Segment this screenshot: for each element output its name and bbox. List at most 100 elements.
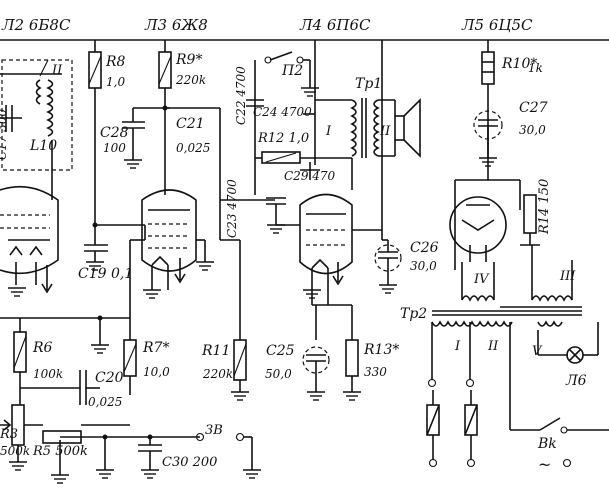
l4-tube bbox=[299, 193, 353, 290]
ground-r3 bbox=[9, 461, 27, 471]
ground-c19 bbox=[86, 261, 104, 271]
c27-label: C27 bbox=[519, 100, 548, 116]
tap-contact-1[interactable] bbox=[427, 378, 437, 388]
r12-label: R12 1,0 bbox=[257, 131, 309, 146]
r10-label: R10* bbox=[501, 56, 537, 72]
r3-value: 500k bbox=[0, 444, 30, 458]
r6-value: 100k bbox=[33, 367, 63, 381]
tr1-label: Tp1 bbox=[355, 76, 382, 92]
ground-r5 bbox=[51, 474, 69, 484]
ground-3v-right bbox=[243, 469, 261, 479]
tr1-primary-label: I bbox=[325, 124, 332, 139]
r13-value: 330 bbox=[364, 365, 387, 379]
r13-label: R13* bbox=[363, 342, 399, 358]
c30-label: C30 200 bbox=[162, 455, 217, 470]
l2-tank-circuit: II C17 300 L10 bbox=[0, 59, 73, 171]
l3-tube bbox=[141, 189, 197, 290]
l2-tube bbox=[0, 185, 59, 285]
r13 bbox=[345, 339, 359, 377]
c20-label: C20 bbox=[95, 370, 124, 386]
tr2-w4-label: IV bbox=[473, 272, 490, 287]
r7-value: 10,0 bbox=[143, 365, 170, 379]
c26-value: 30,0 bbox=[410, 259, 437, 273]
ground-r11 bbox=[231, 391, 249, 401]
tr2-transformer bbox=[431, 245, 582, 327]
l10-label: L10 bbox=[29, 138, 57, 154]
c24-label: C24 4700 bbox=[253, 105, 312, 119]
c28-value: 100 bbox=[103, 141, 126, 155]
bk-label: Bk bbox=[537, 436, 557, 452]
bk-switch-lever[interactable] bbox=[539, 417, 561, 431]
ground-c28 bbox=[124, 159, 142, 169]
terminal-3v-label: 3В bbox=[205, 423, 223, 438]
r8-value: 1,0 bbox=[106, 75, 125, 89]
r11-value: 220k bbox=[202, 367, 233, 381]
l10-coil bbox=[46, 79, 54, 137]
c20-value: 0,025 bbox=[88, 395, 122, 409]
tr2-label: Tp2 bbox=[400, 306, 427, 322]
ground-l2-a bbox=[8, 287, 26, 297]
r11-label: R11 bbox=[201, 343, 230, 359]
c19-label: C19 0,1 bbox=[78, 266, 133, 282]
l10-winding-label: II bbox=[51, 63, 63, 78]
mains-symbol: ~ bbox=[538, 455, 551, 474]
ground-c27 bbox=[479, 157, 497, 167]
c23-label: C23 4700 bbox=[225, 179, 239, 238]
r3-label: R3 bbox=[0, 427, 18, 442]
c26-can bbox=[374, 244, 402, 272]
ground-c25 bbox=[307, 391, 325, 401]
c29-label: C29 470 bbox=[284, 169, 336, 183]
r9-label: R9* bbox=[175, 52, 202, 68]
c25-value: 50,0 bbox=[265, 367, 292, 381]
ground-l3-a bbox=[196, 261, 214, 271]
ground-3v-left bbox=[96, 469, 114, 479]
c28-label: C28 bbox=[100, 125, 129, 141]
l2-shield bbox=[1, 59, 73, 171]
r7-label: R7* bbox=[142, 340, 169, 356]
tr2-w3-label: III bbox=[559, 269, 576, 284]
terminal-3v-a[interactable] bbox=[195, 432, 205, 442]
tube-label-l2: Л2 6Б8С bbox=[1, 16, 71, 34]
c21-value: 0,025 bbox=[176, 141, 210, 155]
bk-contact-a[interactable] bbox=[560, 426, 568, 434]
bk-contact-b[interactable] bbox=[562, 458, 572, 468]
tube-label-l3: Л3 6Ж8 bbox=[144, 16, 208, 34]
c25-label: C25 bbox=[266, 343, 295, 359]
tube-label-l4: Л4 6П6С bbox=[299, 16, 371, 34]
terminal-3v-b[interactable] bbox=[235, 432, 245, 442]
ground-c23 bbox=[267, 224, 285, 234]
c27-value: 30,0 bbox=[519, 123, 546, 137]
speaker-cone bbox=[403, 98, 421, 158]
tr2-w1-label: I bbox=[454, 339, 461, 354]
r14-label: R14 150 bbox=[537, 179, 552, 235]
mains-terminal-1[interactable] bbox=[428, 458, 438, 468]
c25-can bbox=[302, 346, 330, 374]
c20 bbox=[79, 370, 87, 405]
r10 bbox=[481, 51, 495, 85]
speaker-magnet bbox=[394, 115, 405, 141]
tube-label-l5: Л5 6Ц5С bbox=[461, 16, 533, 34]
tr1-transformer bbox=[350, 98, 421, 158]
r8-label: R8 bbox=[105, 54, 126, 70]
r9-value: 220k bbox=[175, 73, 206, 87]
lamp-label: Л6 bbox=[565, 373, 587, 389]
c22-label: C22 4700 bbox=[234, 66, 248, 125]
mains-terminal-2[interactable] bbox=[466, 458, 476, 468]
ground-r13 bbox=[343, 391, 361, 401]
c21-label: C21 bbox=[176, 116, 205, 132]
tr2-w2-label: II bbox=[487, 339, 499, 354]
p2-switch-lever[interactable] bbox=[269, 51, 293, 61]
r6-label: R6 bbox=[32, 340, 53, 356]
tap-contact-2[interactable] bbox=[465, 378, 475, 388]
p2-label: П2 bbox=[281, 63, 303, 79]
ground-c30 bbox=[141, 469, 159, 479]
c26-label: C26 bbox=[410, 240, 439, 256]
l5-tube bbox=[449, 196, 507, 262]
tr1-secondary-label: II bbox=[379, 124, 391, 139]
ground-p2 bbox=[301, 87, 319, 97]
ground-l3-b bbox=[143, 289, 161, 299]
ground-c26 bbox=[379, 284, 397, 294]
r10-value: 1k bbox=[528, 61, 543, 75]
ground-r7 bbox=[91, 344, 109, 354]
